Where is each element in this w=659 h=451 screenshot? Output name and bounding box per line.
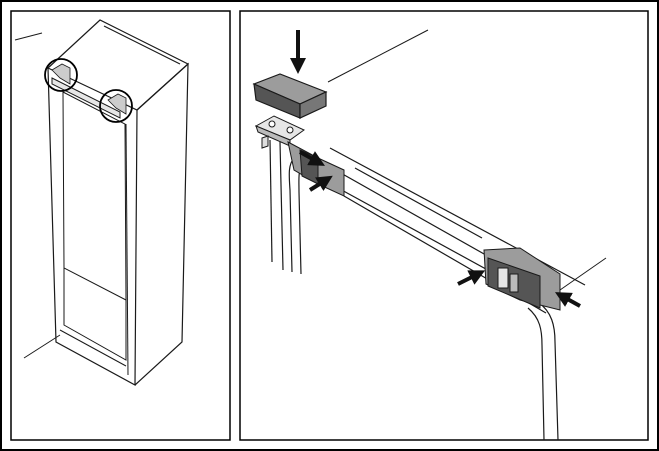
- top-hinge-bracket: [254, 115, 305, 149]
- left-panel: [10, 10, 231, 441]
- right-panel: [239, 10, 649, 441]
- cabinet-inner-recess: [59, 91, 129, 376]
- cabinet-outline: [46, 19, 190, 387]
- wall-line: [14, 32, 43, 41]
- callout-circle-right: [99, 89, 133, 123]
- hinge-detail-left: [51, 63, 71, 85]
- arrow-latch-left-out: [299, 150, 325, 166]
- right-panel-border: [239, 10, 649, 441]
- hinge-cover-cap: [252, 73, 328, 119]
- floor-line: [23, 334, 61, 359]
- sliding-latch-right: [483, 247, 561, 311]
- arrows: [290, 30, 581, 308]
- reference-line-top: [327, 29, 429, 83]
- callout-circle-left: [44, 58, 78, 92]
- hinge-detail-right: [107, 93, 127, 115]
- arrow-latch-right-out: [555, 292, 581, 308]
- arrow-latch-left-in: [308, 175, 333, 192]
- reference-line-right: [559, 257, 607, 291]
- arrow-latch-right-in: [457, 270, 486, 286]
